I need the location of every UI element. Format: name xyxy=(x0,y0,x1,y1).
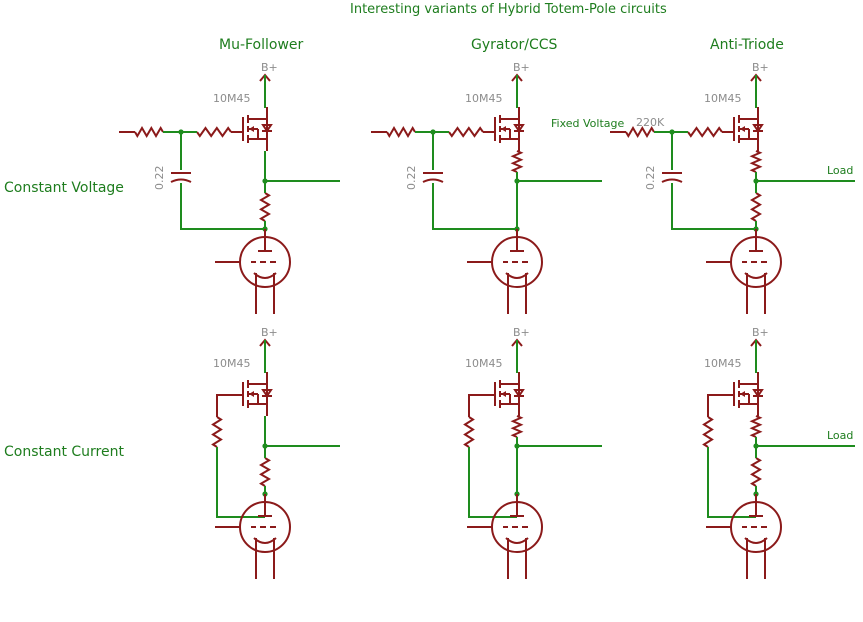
triode-cathode xyxy=(505,272,529,279)
triode-cathode xyxy=(253,272,277,279)
mosfet-drain xyxy=(739,372,759,385)
mosfet-arrow xyxy=(249,391,254,397)
wire xyxy=(671,183,756,230)
mosfet-label: 10M45 xyxy=(465,92,503,105)
mosfet-arrow xyxy=(740,391,745,397)
triode-cathode xyxy=(505,537,529,544)
circuit-anti-triode-cv: B+ 10M45 0.22 Fixed Voltage 220K Load xyxy=(551,61,855,314)
resistor xyxy=(702,416,714,448)
row-label-constant-current: Constant Current xyxy=(4,444,124,460)
circuit-mu-follower-cv: B+ 10M45 0.22 xyxy=(119,61,340,314)
load-label: Load xyxy=(827,429,853,442)
mosfet-arrow xyxy=(501,126,506,132)
capacitor-label: 0.22 xyxy=(405,166,418,191)
mosfet-source xyxy=(739,403,759,416)
resistor xyxy=(448,126,484,138)
gate-lead xyxy=(216,394,243,417)
column-title-gyrator-ccs: Gyrator/CCS xyxy=(471,37,558,53)
resistor xyxy=(259,457,271,487)
column-title-mu-follower: Mu-Follower xyxy=(219,37,304,53)
gate-lead xyxy=(468,394,495,417)
mosfet-arrow xyxy=(740,126,745,132)
circuit-mu-follower-cc: B+ 10M45 xyxy=(211,326,340,579)
resistor xyxy=(463,416,475,448)
capacitor-plate xyxy=(170,178,192,183)
resistor xyxy=(625,126,655,138)
resistor xyxy=(750,192,762,222)
resistor xyxy=(750,457,762,487)
capacitor-plate xyxy=(661,178,683,183)
circuit-gyrator-ccs-cv: B+ 10M45 0.22 xyxy=(371,61,602,314)
mosfet-drain xyxy=(248,372,268,385)
wire xyxy=(468,447,517,518)
bplus-label: B+ xyxy=(752,326,769,339)
bplus-label: B+ xyxy=(513,326,530,339)
diagram-title: Interesting variants of Hybrid Totem-Pol… xyxy=(350,2,667,17)
resistor xyxy=(211,416,223,448)
bplus-label: B+ xyxy=(752,61,769,74)
wire xyxy=(707,447,756,518)
load-label: Load xyxy=(827,164,853,177)
triode-cathode xyxy=(253,537,277,544)
wire xyxy=(216,447,265,518)
resistor xyxy=(687,126,723,138)
bplus-label: B+ xyxy=(261,326,278,339)
triode-cathode xyxy=(744,537,768,544)
mosfet-source xyxy=(248,138,268,151)
triode-cathode xyxy=(744,272,768,279)
wire xyxy=(432,183,517,230)
gate-lead xyxy=(707,394,734,417)
resistor xyxy=(749,150,763,173)
column-title-anti-triode: Anti-Triode xyxy=(710,37,784,53)
mosfet-source xyxy=(500,403,520,416)
mosfet-drain xyxy=(739,107,759,120)
resistor xyxy=(749,415,763,438)
resistor xyxy=(510,415,524,438)
bplus-label: B+ xyxy=(261,61,278,74)
mosfet-label: 10M45 xyxy=(704,92,742,105)
resistor-220k-label: 220K xyxy=(636,116,665,129)
resistor xyxy=(259,192,271,222)
mosfet-label: 10M45 xyxy=(213,92,251,105)
resistor xyxy=(386,126,416,138)
mosfet-drain xyxy=(500,107,520,120)
circuit-gyrator-ccs-cc: B+ 10M45 xyxy=(463,326,602,579)
wire xyxy=(180,183,265,230)
mosfet-source xyxy=(248,403,268,416)
mosfet-label: 10M45 xyxy=(213,357,251,370)
mosfet-drain xyxy=(500,372,520,385)
mosfet-label: 10M45 xyxy=(704,357,742,370)
mosfet-arrow xyxy=(249,126,254,132)
mosfet-source xyxy=(739,138,759,151)
mosfet-arrow xyxy=(501,391,506,397)
capacitor-label: 0.22 xyxy=(153,166,166,191)
mosfet-drain xyxy=(248,107,268,120)
capacitor-plate xyxy=(422,178,444,183)
resistor xyxy=(510,150,524,173)
row-label-constant-voltage: Constant Voltage xyxy=(4,180,124,196)
fixed-voltage-label: Fixed Voltage xyxy=(551,117,624,130)
mosfet-source xyxy=(500,138,520,151)
capacitor-label: 0.22 xyxy=(644,166,657,191)
mosfet-label: 10M45 xyxy=(465,357,503,370)
resistor xyxy=(134,126,164,138)
resistor xyxy=(196,126,232,138)
bplus-label: B+ xyxy=(513,61,530,74)
